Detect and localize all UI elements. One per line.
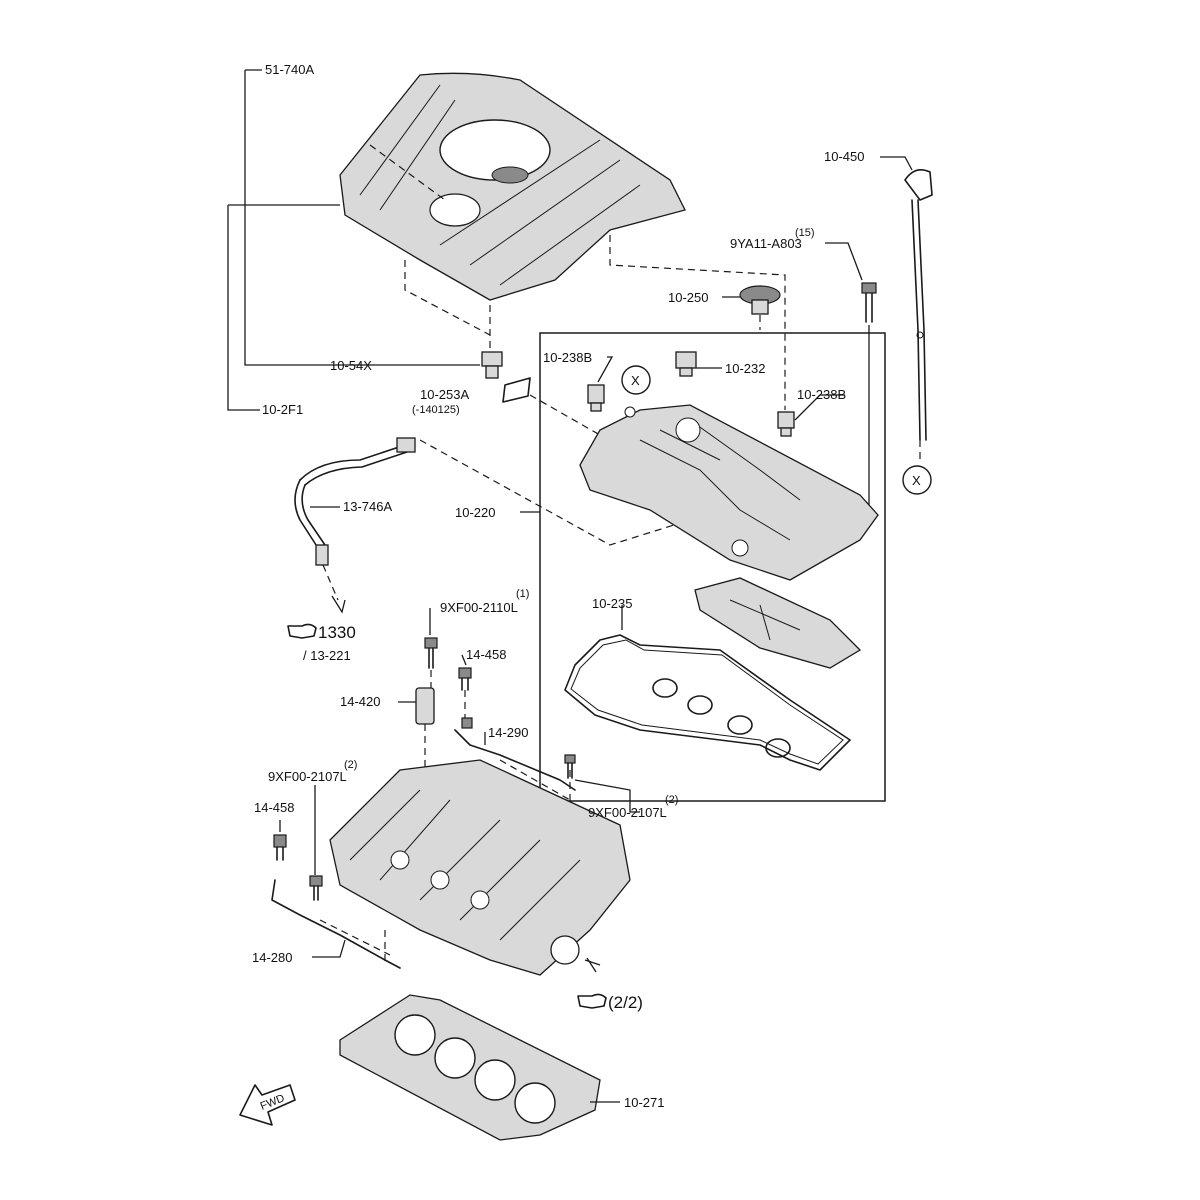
- label-dipstick: 10-450: [824, 149, 864, 164]
- label-ref-page: 1330: [318, 623, 356, 642]
- marker-x-side: [902, 465, 932, 495]
- pcv-hose: [294, 437, 416, 614]
- plug-14458-upper: [458, 654, 472, 720]
- label-cover-gasket: 10-235: [592, 596, 632, 611]
- label-oil-control-valve: 14-420: [340, 694, 380, 709]
- label-pcv-hose: 13-746A: [343, 499, 392, 514]
- label-caution-label: 10-253A: [420, 387, 469, 402]
- label-bushing-left: 10-238B: [543, 350, 592, 365]
- label-bolt-left-qty: (2): [344, 759, 357, 771]
- label-pipe-upper: 14-290: [488, 725, 528, 740]
- bushing-left: [587, 356, 614, 412]
- label-cylinder-head-cover: 10-220: [455, 505, 495, 520]
- baffle-plate: [694, 577, 862, 669]
- label-bolt-upper-qty: (1): [516, 588, 529, 600]
- fwd-arrow-icon: [239, 1084, 296, 1126]
- label-bolt-qty: (15): [795, 227, 815, 239]
- label-bolt-left: 9XF00-2107L: [268, 769, 347, 784]
- caution-sticker: [502, 377, 531, 403]
- oil-dipstick: [880, 156, 933, 460]
- cylinder-head-cover: [579, 404, 879, 581]
- marker-x-top: [621, 365, 651, 395]
- bushing-right: [777, 394, 845, 437]
- plug-14458-lower: [273, 820, 287, 861]
- label-marker-x-side: X: [912, 473, 921, 488]
- cylinder-head: [329, 759, 631, 976]
- engine-cover: [339, 72, 686, 301]
- label-bushing-right: 10-238B: [797, 387, 846, 402]
- label-bolt-upper: 9XF00-2110L: [440, 600, 518, 615]
- pointing-hand-icon: [287, 623, 317, 639]
- label-plug-lower: 14-458: [254, 800, 294, 815]
- tube-seals: [652, 678, 791, 758]
- label-plug-upper: 14-458: [466, 647, 506, 662]
- label-bushing-center: 10-232: [725, 361, 765, 376]
- label-ref-next: (2/2): [608, 993, 643, 1012]
- bolt-9xf00-2110l: [424, 608, 438, 690]
- label-bolt-right: 9XF00-2107L: [588, 805, 667, 820]
- label-engine-cover: 51-740A: [265, 62, 314, 77]
- label-bolt-code: 9YA11-A803: [730, 236, 802, 251]
- pointing-hand-icon-lower: [577, 993, 607, 1009]
- bolt-9ya11: [825, 242, 877, 510]
- label-caution-note: (-140125): [412, 404, 460, 416]
- label-bolt-right-qty: (2): [665, 794, 678, 806]
- cover-gasket: [564, 605, 851, 771]
- oil-pipe-upper: [454, 717, 576, 810]
- label-head-gasket: 10-271: [624, 1095, 664, 1110]
- label-cover-assembly: 10-2F1: [262, 402, 303, 417]
- bolt-9xf00-2107l-left: [309, 785, 323, 901]
- oil-pipe-lower: [271, 879, 401, 969]
- label-pipe-lower: 14-280: [252, 950, 292, 965]
- head-cover-group-box: [539, 332, 886, 802]
- label-oil-filler-cap: 10-250: [668, 290, 708, 305]
- bolt-9xf00-2107l-right: [564, 754, 640, 813]
- insulator-grommet: [481, 351, 503, 379]
- label-marker-x-top: X: [631, 373, 640, 388]
- head-gasket: [339, 994, 620, 1141]
- oil-control-valve: [398, 687, 435, 770]
- label-cover-insulator: 10-54X: [330, 358, 372, 373]
- label-ref-sub: / 13-221: [303, 648, 351, 663]
- bushing-center: [675, 351, 722, 377]
- oil-filler-cap: [722, 285, 781, 330]
